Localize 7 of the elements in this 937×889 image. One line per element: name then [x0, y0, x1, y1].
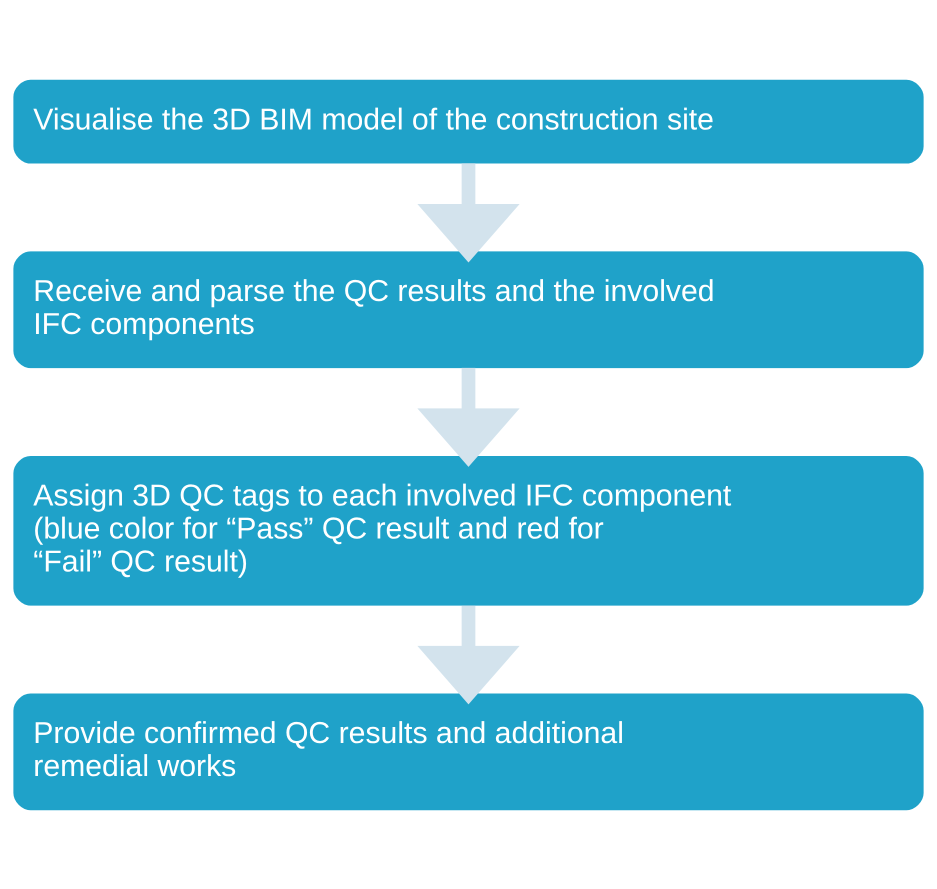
node-box: Visualise the 3D BIM model of the construction site [13, 79, 924, 164]
arrow [417, 367, 520, 466]
arrow [417, 604, 520, 704]
arrow [417, 162, 520, 262]
node-box: Receive and parse the QC results and the involved IFC components [13, 250, 924, 368]
node-box: Provide confirmed QC results and additional remedial works [13, 693, 924, 810]
node-box: Assign 3D QC tags to each involved IFC component (blue color for “Pass” QC result and red for “Fail” QC result) [13, 455, 924, 606]
